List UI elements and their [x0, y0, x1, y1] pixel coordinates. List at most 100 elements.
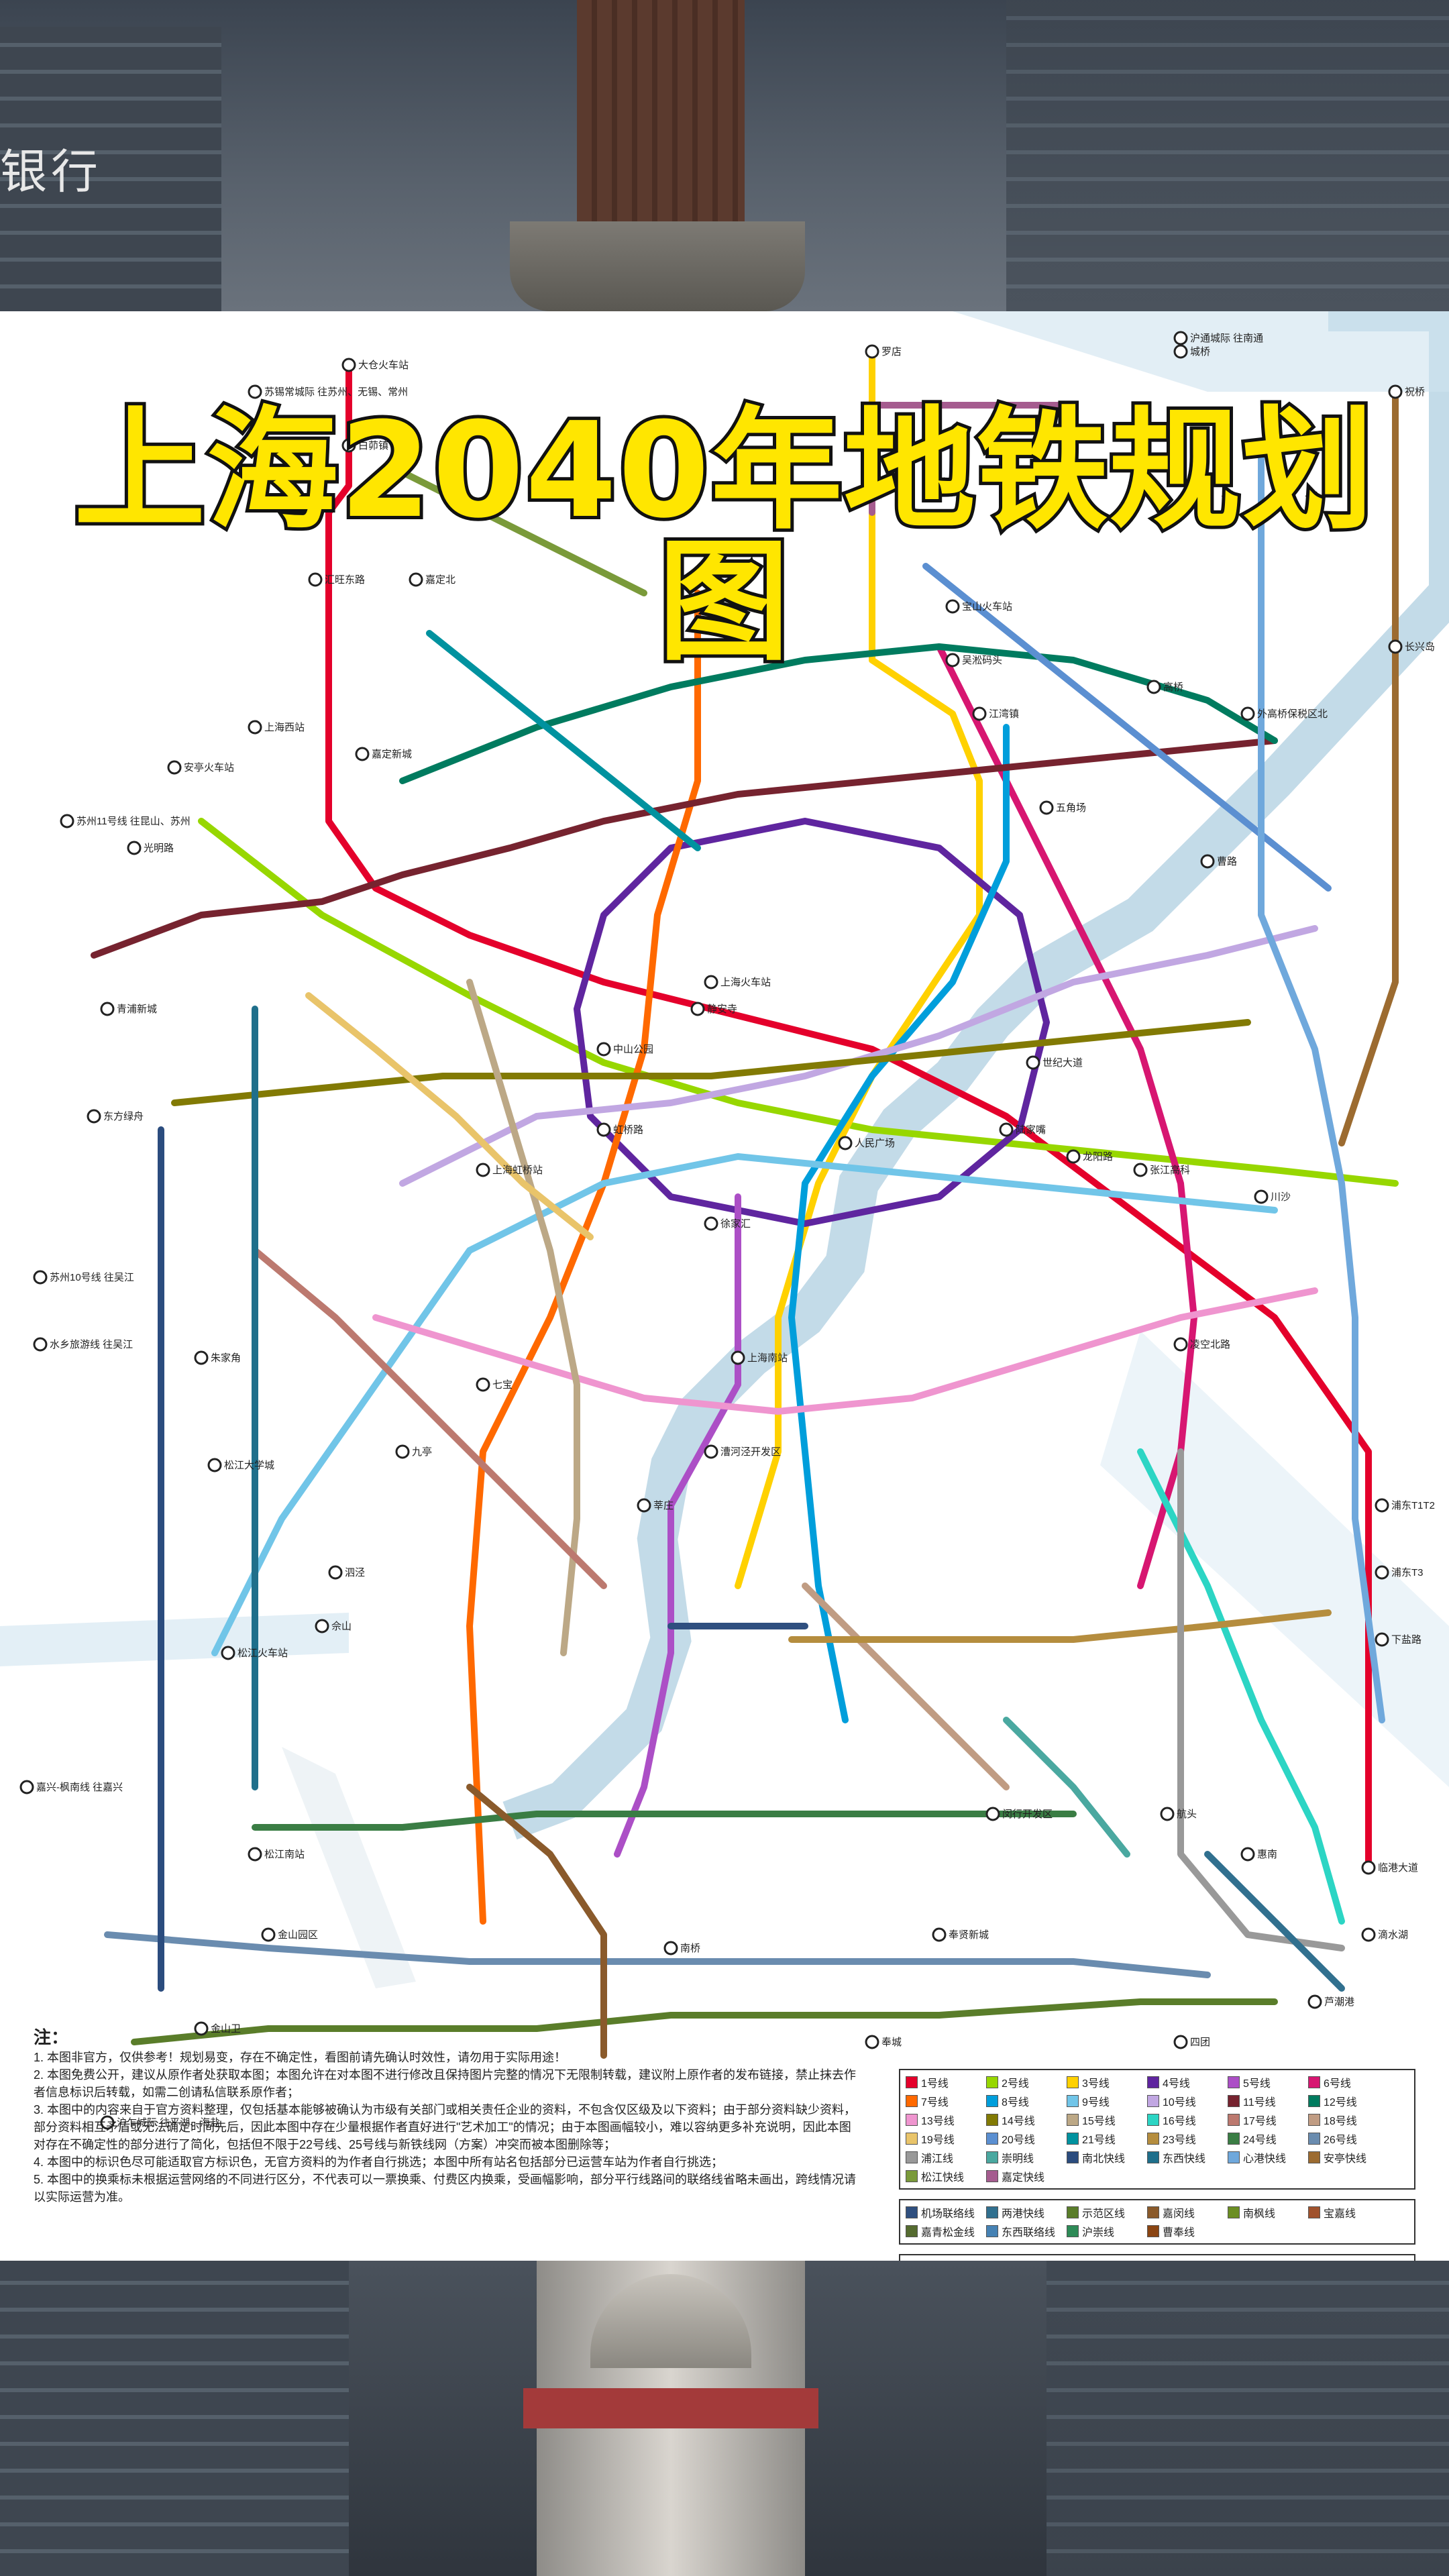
station-dot: [945, 653, 960, 667]
legend-swatch: [1308, 2151, 1320, 2163]
legend-regional-3: 嘉闵线: [1147, 2204, 1221, 2220]
legend-swatch: [906, 2095, 918, 2107]
metro-line-13: [372, 1287, 1318, 1415]
station-dot: [1254, 1189, 1269, 1204]
legend-swatch: [986, 2225, 998, 2237]
legend-swatch: [1228, 2206, 1240, 2218]
station-label: 嘉兴-枫南线 往嘉兴: [36, 1782, 123, 1793]
legend-label: 心港快线: [1243, 2153, 1287, 2165]
legend-swatch: [1067, 2225, 1079, 2237]
legend-swatch: [1147, 2206, 1159, 2218]
legend-swatch: [986, 2170, 998, 2182]
station-dot: [596, 1122, 611, 1137]
station-dot: [355, 747, 370, 761]
metro-line-6: [936, 643, 1197, 1589]
legend-line-0: 1号线: [906, 2074, 979, 2090]
legend-line-20: 21号线: [1067, 2131, 1140, 2147]
station-label: 罗店: [881, 346, 902, 358]
legend-swatch: [1228, 2076, 1240, 2088]
metro-line-17: [252, 1247, 607, 1589]
legend-line-6: 7号线: [906, 2093, 979, 2109]
map-title: 上海2040年地铁规划图: [70, 394, 1377, 679]
station-dot: [328, 1565, 343, 1580]
station-label: 曹路: [1217, 856, 1237, 867]
metro-line-35: [131, 1998, 1278, 2045]
legend-label: 18号线: [1324, 2116, 1357, 2127]
legend-line-17: 18号线: [1308, 2112, 1382, 2128]
background-photo-top: 银行: [0, 0, 1449, 311]
station-dot: [1160, 1807, 1175, 1821]
station-dot: [972, 706, 987, 721]
legend-line-9: 10号线: [1147, 2093, 1221, 2109]
station-dot: [1173, 344, 1188, 359]
station-dot: [596, 1042, 611, 1057]
station-label: 龙阳路: [1083, 1151, 1113, 1163]
station-label: 浦东T1T2: [1391, 1500, 1435, 1511]
station-label: 宝山火车站: [962, 601, 1012, 612]
legend-line-15: 16号线: [1147, 2112, 1221, 2128]
legend-swatch: [1308, 2133, 1320, 2145]
bank-sign: 银行: [0, 144, 102, 199]
station-label: 浦东T3: [1391, 1567, 1424, 1578]
metro-lines: [91, 348, 1399, 2059]
station-dot: [704, 1216, 718, 1231]
legend-swatch: [986, 2076, 998, 2088]
station-label: 中山公园: [613, 1044, 653, 1055]
legend-regional-2: 示范区线: [1067, 2204, 1140, 2220]
legend-swatch: [986, 2133, 998, 2145]
metro-line-16: [1137, 1448, 1345, 1925]
station-dot: [87, 1109, 101, 1124]
legend-line-4: 5号线: [1228, 2074, 1301, 2090]
legend-swatch: [1147, 2076, 1159, 2088]
legend-line-28: 心港快线: [1228, 2149, 1301, 2165]
station-label: 七宝: [492, 1379, 513, 1391]
legend-label: 浦江线: [921, 2153, 954, 2165]
legend-label: 曹奉线: [1163, 2227, 1195, 2239]
watermark-letter: [282, 1747, 416, 1988]
metro-line-2: [198, 818, 1399, 1187]
metro-line-25: [1177, 1448, 1345, 1951]
legend-label: 13号线: [921, 2116, 955, 2127]
station-dot: [194, 2021, 209, 2036]
legend-line-3: 4号线: [1147, 2074, 1221, 2090]
station-label: 松江火车站: [237, 1648, 288, 1659]
legend-label: 安亭快线: [1324, 2153, 1367, 2165]
legend-swatch: [986, 2095, 998, 2107]
metro-line-30: [1338, 388, 1399, 1146]
legend-swatch: [1067, 2151, 1079, 2163]
station-label: 下盐路: [1391, 1634, 1421, 1646]
station-label: 上海火车站: [720, 977, 771, 988]
metro-line-29: [1258, 442, 1385, 1723]
station-label: 上海西站: [264, 722, 305, 733]
station-dot: [999, 1122, 1014, 1137]
metro-line-23: [252, 1811, 1077, 1831]
station-label: 苏州11号线 往昆山、苏州: [76, 816, 191, 827]
station-label: 长兴岛: [1405, 641, 1435, 653]
station-dot: [1200, 854, 1215, 869]
station-label: 人民广场: [855, 1138, 895, 1149]
metro-stations: [19, 331, 1403, 2130]
station-label: 祝桥: [1405, 386, 1425, 398]
station-label: 川沙: [1271, 1191, 1291, 1203]
station-dot: [637, 1498, 651, 1513]
station-label: 徐家汇: [720, 1218, 751, 1230]
legend-line-23: 26号线: [1308, 2131, 1382, 2147]
station-label: 光明路: [144, 843, 174, 854]
legend-line-31: 嘉定快线: [986, 2168, 1060, 2184]
station-dot: [33, 1337, 48, 1352]
station-label: 大仓火车站: [358, 360, 409, 371]
legend-swatch: [986, 2114, 998, 2126]
legend-swatch: [1147, 2095, 1159, 2107]
legend-label: 23号线: [1163, 2135, 1196, 2146]
legend-label: 16号线: [1163, 2116, 1196, 2127]
legend-label: 26号线: [1324, 2135, 1357, 2146]
tower-cap: [510, 221, 805, 311]
station-dot: [33, 1270, 48, 1285]
legend-regional-6: 嘉青松金线: [906, 2223, 979, 2239]
station-label: 东方绿舟: [103, 1111, 144, 1122]
note-line-1: 1. 本图非官方，仅供参考！规划易变，存在不确定性，看图前请先确认时效性，请勿用…: [34, 2051, 567, 2064]
station-dot: [194, 1350, 209, 1365]
legend-line-24: 浦江线: [906, 2149, 979, 2165]
legend-swatch: [1228, 2151, 1240, 2163]
